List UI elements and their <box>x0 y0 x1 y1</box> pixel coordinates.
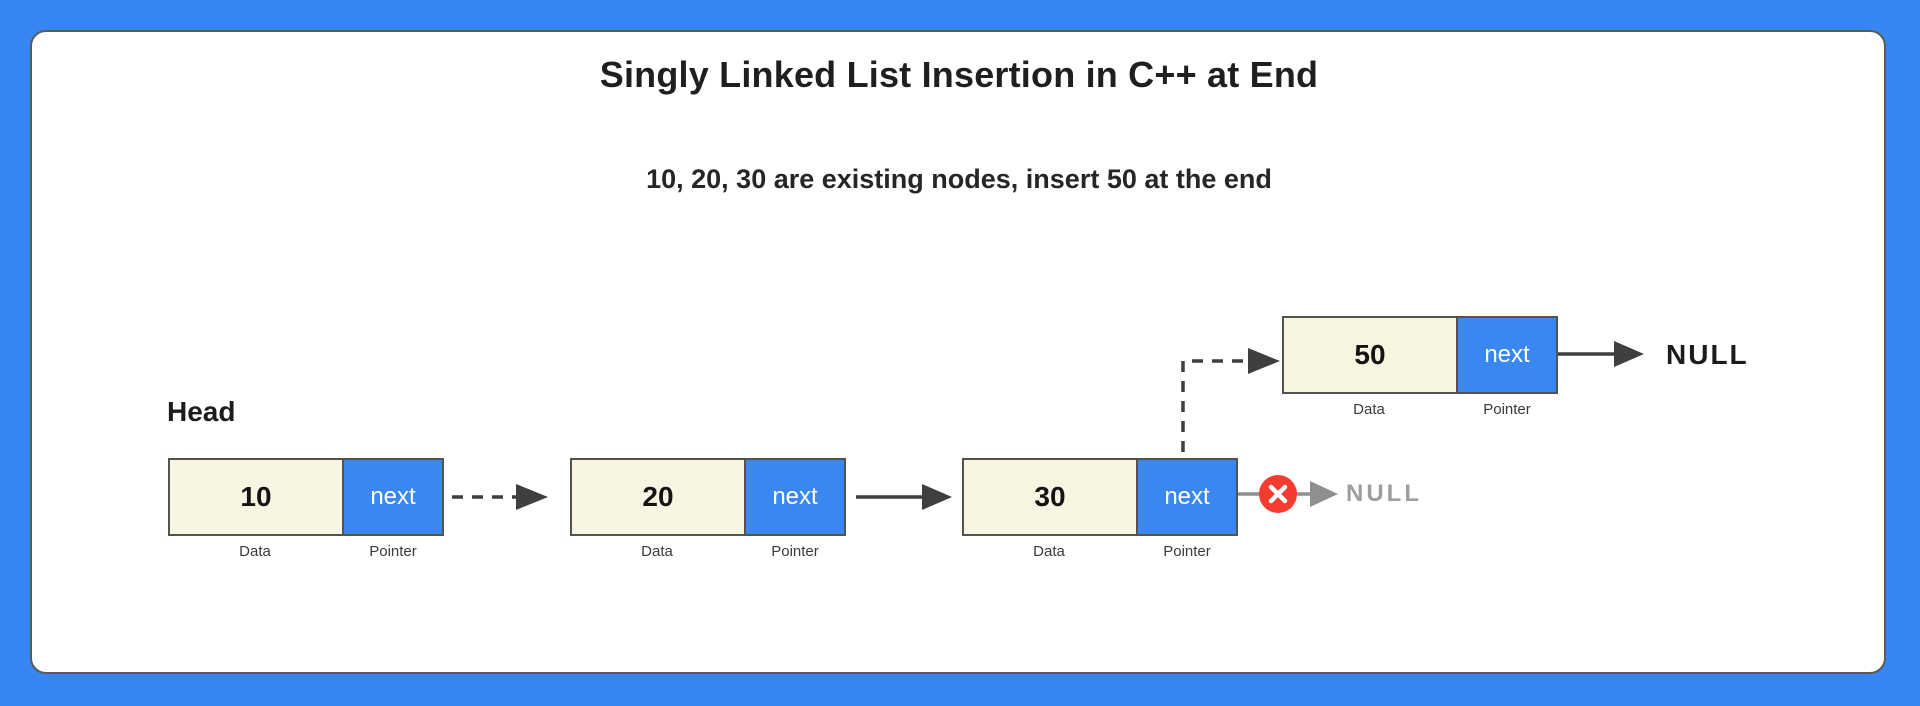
old-null-label: NULL <box>1346 480 1422 507</box>
node-10-next-cell: next <box>342 460 442 534</box>
node-30-captions: Data Pointer <box>962 544 1238 559</box>
node-10-data-cell: 10 <box>170 460 342 534</box>
node-20-next-label: next <box>772 483 818 510</box>
node-30-next-label: next <box>1164 483 1210 510</box>
node-20: 20 next <box>570 458 846 536</box>
node-50-data-caption: Data <box>1353 401 1385 418</box>
page-title: Singly Linked List Insertion in C++ at E… <box>599 54 1319 95</box>
node-30-data-caption: Data <box>1033 543 1065 560</box>
node-10-data-caption: Data <box>239 543 271 560</box>
node-50-data-cell: 50 <box>1284 318 1456 392</box>
node-50-value: 50 <box>1354 339 1386 370</box>
node-30-value: 30 <box>1034 481 1066 512</box>
node-30-data-cell: 30 <box>964 460 1136 534</box>
node-50: 50 next <box>1282 316 1558 394</box>
node-50-next-cell: next <box>1456 318 1556 392</box>
node-50-next-label: next <box>1484 341 1530 368</box>
node-20-next-cell: next <box>744 460 844 534</box>
node-10-next-label: next <box>370 483 416 510</box>
node-30-next-cell: next <box>1136 460 1236 534</box>
node-50-pointer-caption: Pointer <box>1483 401 1531 418</box>
node-10-pointer-caption: Pointer <box>369 543 417 560</box>
page-subtitle: 10, 20, 30 are existing nodes, insert 50… <box>646 164 1272 194</box>
node-10: 10 next <box>168 458 444 536</box>
node-20-pointer-caption: Pointer <box>771 543 819 560</box>
node-50-captions: Data Pointer <box>1282 402 1558 417</box>
node-10-value: 10 <box>240 481 272 512</box>
node-30-pointer-caption: Pointer <box>1163 543 1211 560</box>
head-pointer-label: Head <box>167 396 236 427</box>
node-20-data-caption: Data <box>641 543 673 560</box>
node-20-captions: Data Pointer <box>570 544 846 559</box>
node-30: 30 next <box>962 458 1238 536</box>
node-20-data-cell: 20 <box>572 460 744 534</box>
node-10-captions: Data Pointer <box>168 544 444 559</box>
node-20-value: 20 <box>642 481 674 512</box>
new-null-label: NULL <box>1666 339 1749 370</box>
diagram-card <box>30 30 1886 674</box>
